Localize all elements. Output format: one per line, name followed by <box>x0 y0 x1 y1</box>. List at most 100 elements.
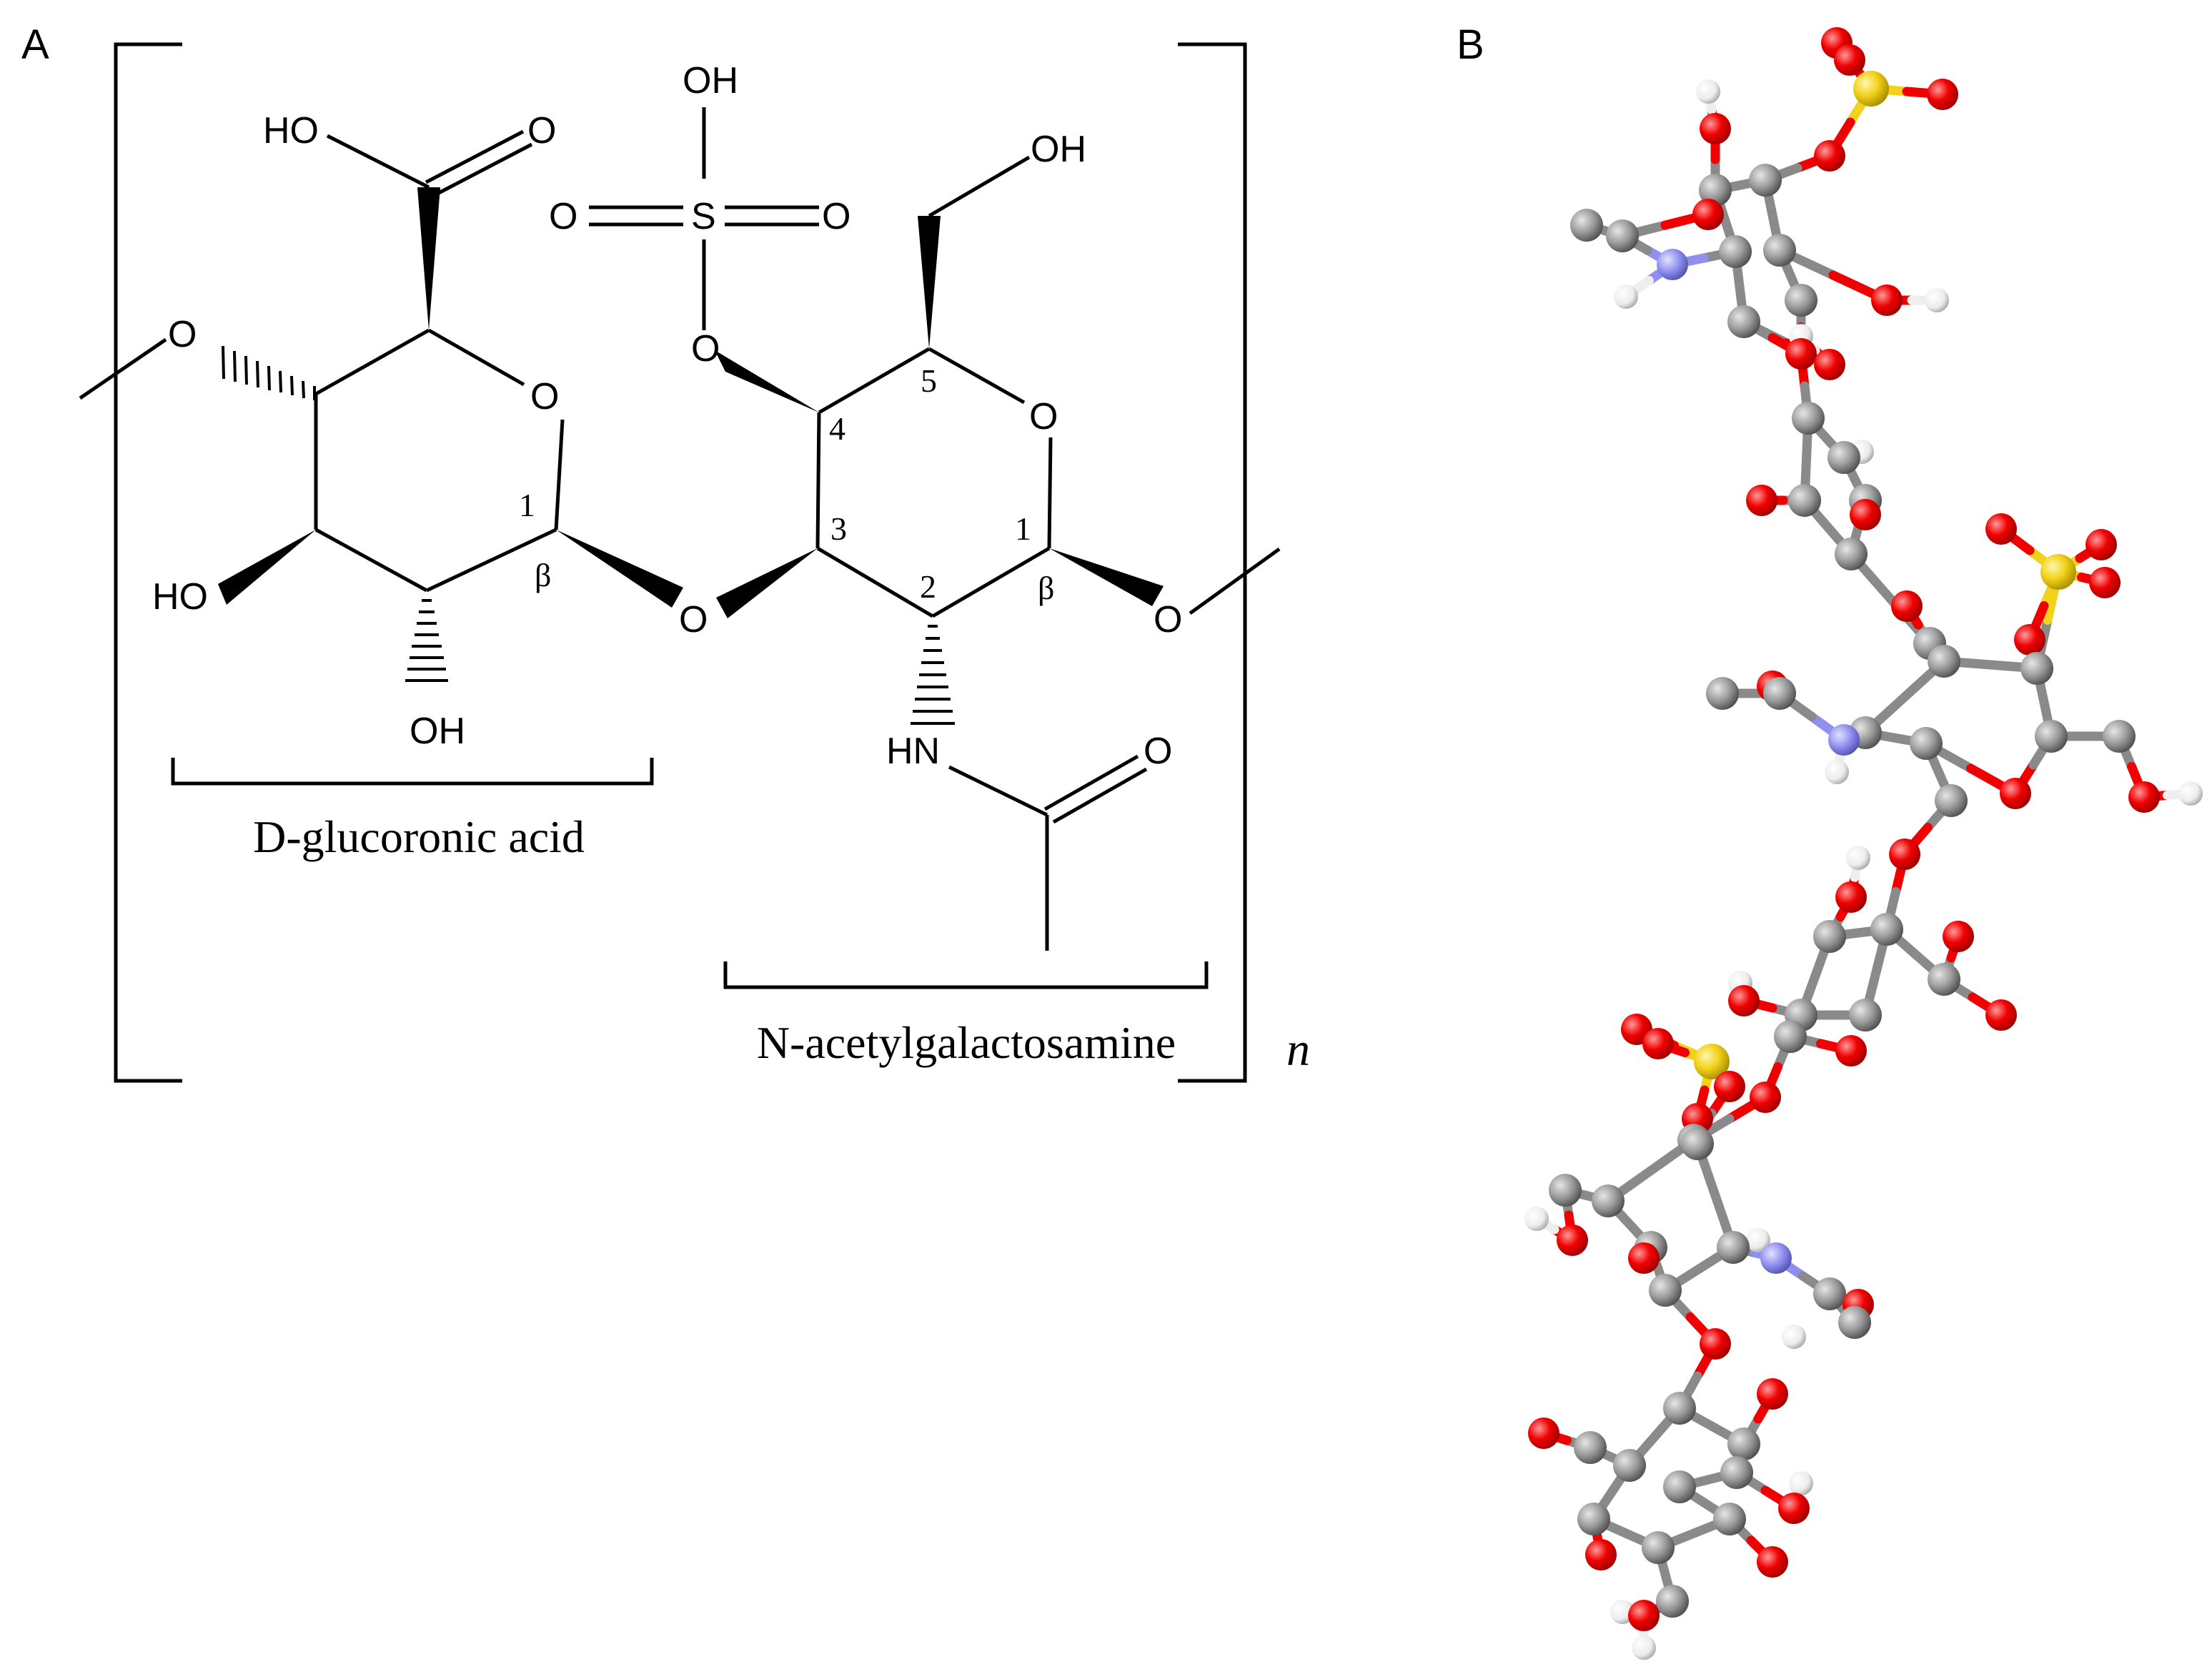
nitrogen-atom <box>1760 1242 1792 1274</box>
atom-glc-o2-ho: HO <box>152 576 208 618</box>
oxygen-atom <box>1834 44 1865 76</box>
carbon-atom <box>2103 720 2136 753</box>
carbon-atom <box>1720 1456 1753 1489</box>
oxygen-atom <box>2014 624 2045 656</box>
glc-c4-hashed-bond <box>222 345 316 400</box>
galnac-unit-bracket <box>723 961 1209 989</box>
atom-sulfate-oh: OH <box>683 60 738 102</box>
oxygen-atom <box>2089 567 2121 598</box>
oxygen-atom <box>1778 1493 1810 1524</box>
pos-galnac-c3: 3 <box>830 510 847 547</box>
galnac-c1-wedge <box>1049 548 1164 606</box>
atom-nh: HN <box>886 731 940 772</box>
atom-galnac-c1-o: O <box>1154 599 1182 640</box>
carbon-atom <box>1838 1306 1871 1339</box>
ball-and-stick-atoms <box>1524 27 2203 1660</box>
oxygen-atom <box>2128 781 2160 813</box>
nitrogen-atom <box>1657 249 1688 280</box>
carbon-atom <box>1870 913 1903 946</box>
oxygen-atom <box>1528 1418 1559 1449</box>
atom-sulfate-o-left: O <box>549 196 577 237</box>
glc-c1-wedge <box>556 530 683 608</box>
carbon-atom <box>1706 677 1739 710</box>
oxygen-atom <box>1985 513 2017 545</box>
carbon-atom <box>1788 484 1821 517</box>
glucuronic-unit-label: D-glucoronic acid <box>253 811 585 862</box>
left-chain-bond <box>79 337 167 400</box>
glucuronic-unit-bracket <box>171 758 654 786</box>
oxygen-atom <box>1585 1539 1617 1570</box>
atom-sulfate-ester-o: O <box>691 328 720 370</box>
carbon-atom <box>1813 920 1846 953</box>
hydrogen-atom <box>1614 285 1638 309</box>
carbon-atom <box>1727 1428 1760 1460</box>
panel-a-structure: A <box>21 21 1310 1083</box>
atom-sulfate-o-right: O <box>822 196 850 237</box>
right-chain-bond <box>1189 547 1281 615</box>
carbon-atom <box>1813 1277 1846 1310</box>
oxygen-atom <box>1700 1328 1731 1360</box>
pos-galnac-c1: 1 <box>1015 510 1031 547</box>
hydrogen-atom <box>1846 846 1870 870</box>
hydrogen-atom <box>1789 1471 1813 1495</box>
carbon-atom <box>1928 963 1960 996</box>
carbon-atom <box>1749 164 1782 197</box>
oxygen-atom <box>1835 881 1867 913</box>
galnac-c4-wedge <box>715 350 819 412</box>
oxygen-atom <box>1814 140 1845 172</box>
carbon-atom <box>2035 720 2068 753</box>
glucuronic-acid-ring <box>314 328 565 593</box>
right-repeat-bracket <box>1178 42 1247 1083</box>
left-repeat-bracket <box>114 42 182 1083</box>
carbon-atom <box>2020 652 2053 685</box>
sulfur-atom <box>2040 554 2076 590</box>
oxygen-atom <box>1692 199 1724 230</box>
oxygen-atom <box>1891 590 1923 622</box>
glc-c3-wedge <box>218 530 316 605</box>
carbon-atom <box>1785 284 1817 317</box>
atom-glc-o3-oh: OH <box>410 711 465 752</box>
carbon-atom <box>1606 219 1639 252</box>
atom-carboxyl-oh: HO <box>263 110 319 152</box>
carbon-atom <box>1570 209 1603 242</box>
oxygen-atom <box>1728 985 1760 1016</box>
carbon-atom <box>1774 1020 1807 1053</box>
carbon-atom <box>1827 441 1860 474</box>
oxygen-atom <box>1714 1071 1745 1102</box>
carbon-atom <box>1574 1431 1607 1464</box>
atom-carboxyl-o: O <box>527 110 556 152</box>
panel-b-label: B <box>1457 21 1484 68</box>
carbon-atom <box>1717 1231 1750 1264</box>
pos-glc-c1: 1 <box>519 487 535 523</box>
carbon-atom <box>1849 999 1882 1032</box>
oxygen-atom <box>1757 1378 1788 1410</box>
oxygen-atom <box>1871 285 1903 316</box>
oxygen-atom <box>1628 1600 1660 1631</box>
oxygen-atom <box>1814 349 1845 380</box>
carbon-atom <box>1835 538 1868 570</box>
anomeric-glc-beta: β <box>535 557 551 593</box>
carbon-atom <box>1649 1274 1682 1307</box>
oxygen-atom <box>1746 485 1777 516</box>
sulfur-atom <box>1853 71 1889 107</box>
pos-galnac-c4: 4 <box>829 410 845 447</box>
ball-and-stick-bonds <box>1532 38 2196 1653</box>
carbon-atom <box>1935 784 1968 817</box>
oxygen-atom <box>1642 1028 1674 1059</box>
carbon-atom <box>1928 645 1960 678</box>
oxygen-atom <box>1750 1082 1781 1113</box>
carbon-atom <box>1713 1503 1746 1535</box>
hydrogen-atom <box>2178 781 2203 806</box>
hydrogen-atom <box>1925 288 1949 312</box>
oxygen-atom <box>1557 1225 1588 1256</box>
carbon-atom <box>1549 1174 1582 1207</box>
hydrogen-atom <box>1696 79 1720 104</box>
panel-b-3d-model: B <box>1457 21 2203 1660</box>
oxygen-atom <box>1850 499 1881 530</box>
carbon-atom <box>1699 174 1732 207</box>
oxygen-atom <box>1889 839 1920 870</box>
carbon-atom <box>1727 305 1760 338</box>
hydrogen-atom <box>1825 760 1849 784</box>
repeat-count-n: n <box>1286 1024 1310 1076</box>
oxygen-atom <box>1835 1035 1867 1067</box>
